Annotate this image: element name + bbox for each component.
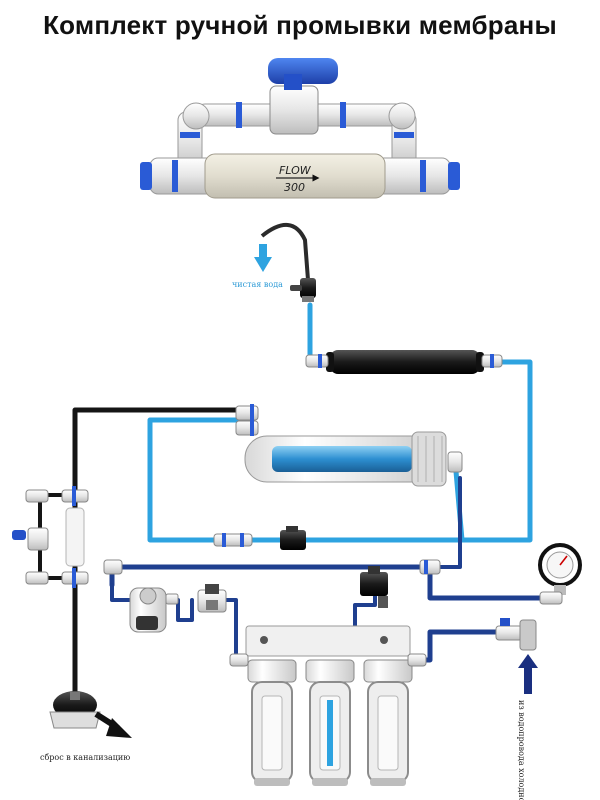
drain-saddle-icon [49, 691, 101, 729]
shutoff-valve-icon [360, 566, 388, 608]
inline-fittings [213, 526, 306, 550]
booster-pump-icon [129, 587, 179, 633]
flush-valve-kit: FLOW 300 [140, 58, 460, 199]
post-carbon-filter [305, 350, 503, 374]
drain-arrow-icon [94, 711, 132, 738]
membrane-housing [235, 404, 463, 487]
clean-water-label: чистая вода [232, 280, 283, 289]
inlet-arrow-icon [518, 654, 538, 694]
cold-water-inlet-label: из водопровода холодной воды [517, 700, 526, 800]
pre-filter-stack [229, 625, 427, 786]
valve-handle-icon [268, 58, 338, 90]
drain-label: сброс в канализацию [40, 753, 130, 762]
manual-flush-kit-schematic [12, 486, 89, 588]
flow-number: 300 [284, 181, 305, 194]
clean-water-arrow-icon [254, 244, 272, 272]
solenoid-valve-icon [197, 584, 227, 613]
page-title: Комплект ручной промывки мембраны [43, 10, 557, 40]
pressure-gauge-icon [538, 543, 582, 605]
faucet-icon [260, 223, 316, 302]
main-line-tees [103, 559, 441, 575]
flow-text: FLOW [279, 164, 312, 177]
inlet-feed-valve-icon [495, 618, 537, 651]
flush-valve-handle-icon [12, 530, 26, 540]
